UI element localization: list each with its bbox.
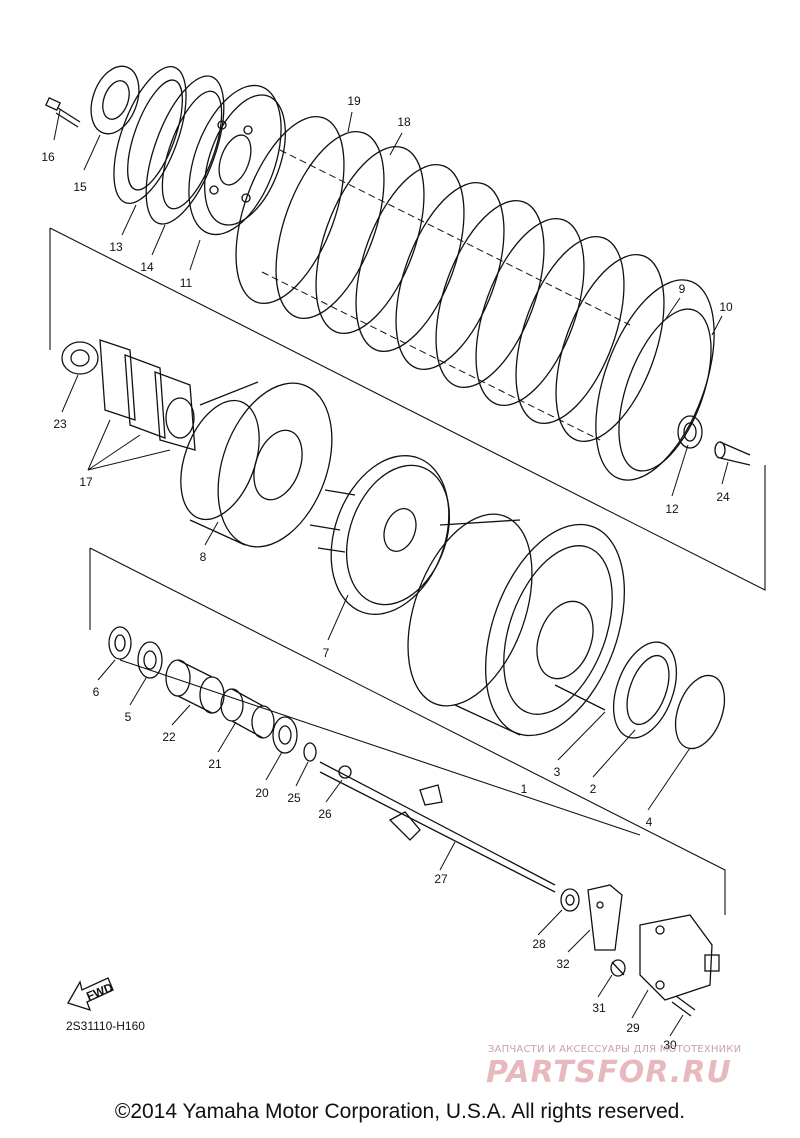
part-labels: 16 15 13 14 11 19 18 9 10 12 24 23 17 8 … (41, 94, 733, 1052)
assembly-frame-lower (89, 547, 726, 915)
diagram-code: 2S31110-H160 (66, 1019, 145, 1033)
part-label-23: 23 (53, 417, 67, 431)
part-30-bolt (671, 995, 696, 1017)
part-17-lock-washers (99, 339, 196, 451)
part-15-plate (90, 65, 140, 135)
copyright-text: ©2014 Yamaha Motor Corporation, U.S.A. A… (114, 1100, 686, 1123)
part-label-8: 8 (200, 550, 207, 564)
part-22-needle-bearing (165, 659, 225, 714)
part-label-29: 29 (626, 1021, 640, 1035)
part-label-13: 13 (109, 240, 123, 254)
part-4-circlip (674, 674, 726, 750)
part-label-5: 5 (125, 710, 132, 724)
part-7-plate (309, 455, 451, 615)
part-label-12: 12 (665, 502, 679, 516)
fwd-arrow-icon: FWD (67, 977, 115, 1012)
part-25-ring (303, 742, 317, 762)
part-label-6: 6 (93, 685, 100, 699)
clutch-plate-stack (235, 115, 715, 481)
part-label-15: 15 (73, 180, 87, 194)
part-26-ball (338, 765, 352, 779)
part-label-28: 28 (532, 937, 546, 951)
part-16-bolt (45, 96, 81, 128)
part-12-bearing (677, 415, 703, 449)
part-20-washer (272, 716, 298, 754)
part-2-gear (612, 641, 678, 739)
part-label-4: 4 (646, 815, 653, 829)
part-label-22: 22 (162, 730, 176, 744)
part-32-plate (587, 884, 623, 951)
part-23-nut (61, 341, 99, 375)
part-13-spring (113, 66, 187, 204)
part-label-7: 7 (323, 646, 330, 660)
part-label-20: 20 (255, 786, 269, 800)
part-label-25: 25 (287, 791, 301, 805)
fwd-label: FWD (84, 980, 115, 1003)
part-31-collar (610, 959, 626, 977)
part-label-18: 18 (397, 115, 411, 129)
part-21-sleeve (220, 688, 275, 739)
part-label-9: 9 (679, 282, 686, 296)
part-label-1: 1 (521, 782, 528, 796)
part-24-push-rod (714, 441, 751, 466)
part-5-washer (137, 641, 163, 679)
part-1-clutch-housing (407, 513, 626, 737)
part-27-push-lever-shaft (319, 761, 556, 893)
leader-lines (53, 109, 729, 1037)
part-label-11: 11 (180, 276, 193, 290)
part-8-clutch-boss (180, 381, 333, 548)
part-label-16: 16 (41, 150, 55, 164)
part-label-30: 30 (663, 1038, 677, 1052)
part-label-26: 26 (318, 807, 332, 821)
part-label-2: 2 (590, 782, 597, 796)
part-29-cover (639, 914, 720, 1001)
part-label-14: 14 (140, 260, 154, 274)
part-3-pin (554, 684, 606, 711)
part-label-17: 17 (79, 475, 93, 489)
part-14-seat (145, 75, 225, 225)
part-label-19: 19 (347, 94, 361, 108)
part-label-32: 32 (556, 957, 570, 971)
part-28-oil-seal (560, 888, 580, 912)
part-label-27: 27 (434, 872, 448, 886)
part-label-21: 21 (208, 757, 222, 771)
part-label-3: 3 (554, 765, 561, 779)
part-label-31: 31 (592, 1001, 606, 1015)
watermark-logo: PARTSFOR.RU (486, 1055, 732, 1090)
part-label-24: 24 (716, 490, 730, 504)
watermark-caption: ЗАПЧАСТИ И АКСЕССУАРЫ ДЛЯ МОТОТЕХНИКИ (488, 1044, 742, 1055)
part-6-washer (108, 626, 132, 660)
part-label-10: 10 (719, 300, 733, 314)
assembly-frame-upper (49, 227, 766, 591)
part-11-pressure-plate (188, 84, 286, 236)
